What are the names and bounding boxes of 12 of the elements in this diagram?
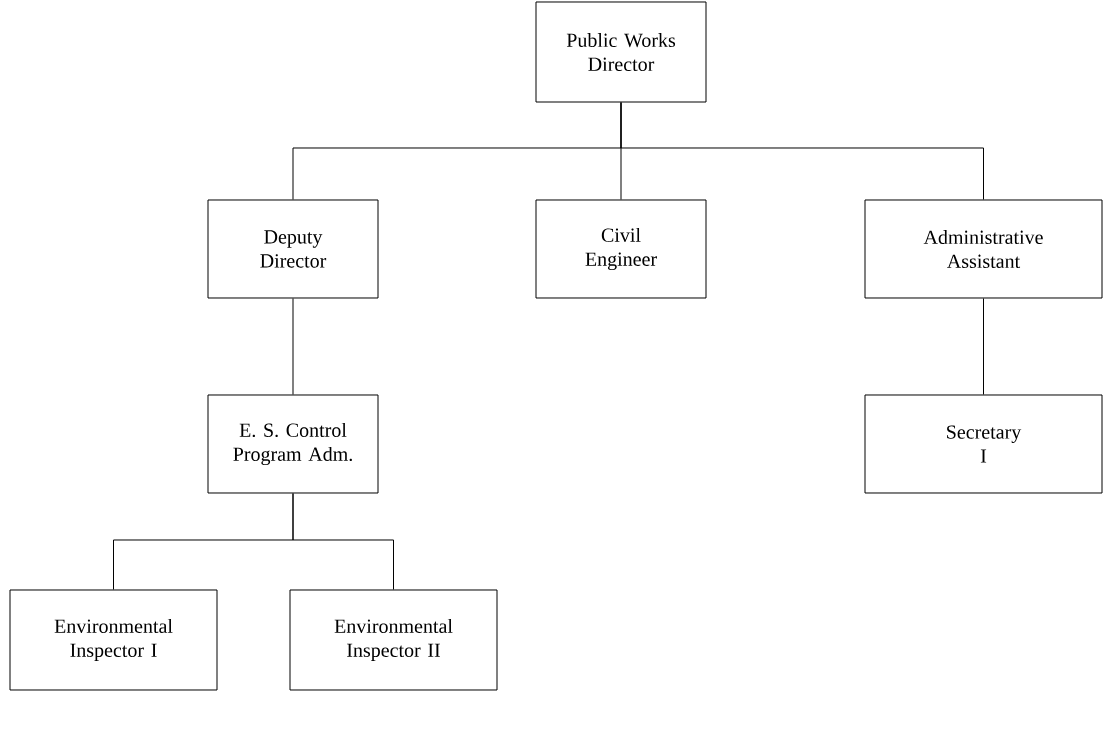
- connector-line: [620, 102, 984, 200]
- connector-line: [983, 298, 984, 395]
- org-box: Secretary I: [864, 394, 1103, 494]
- org-box: Administrative Assistant: [864, 199, 1103, 299]
- connector-line: [292, 493, 394, 590]
- org-box: Deputy Director: [207, 199, 379, 299]
- org-box: Civil Engineer: [535, 199, 707, 299]
- connector-line: [292, 298, 294, 395]
- org-box: Environmental Inspector II: [289, 589, 498, 691]
- org-box: Environmental Inspector I: [9, 589, 218, 691]
- org-box: E. S. Control Program Adm.: [207, 394, 379, 494]
- org-box: Public Works Director: [535, 1, 707, 103]
